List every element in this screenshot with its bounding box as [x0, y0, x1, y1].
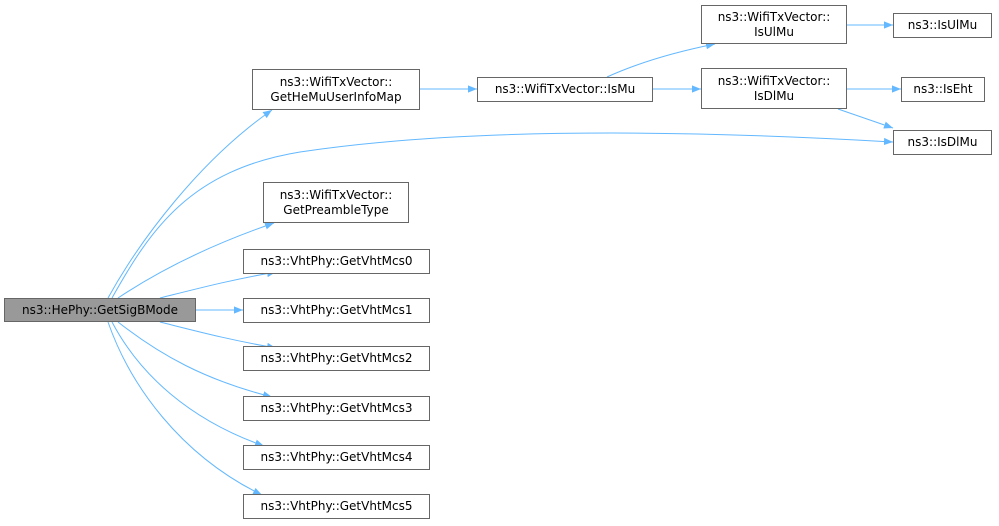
node-label: ns3::IsEht [913, 82, 973, 96]
node-vhtphy-getvhtmcs5[interactable]: ns3::VhtPhy::GetVhtMcs5 [243, 494, 430, 519]
node-label: ns3::VhtPhy::GetVhtMcs5 [260, 499, 413, 513]
node-label-line1: ns3::WifiTxVector:: [279, 187, 393, 202]
node-label: ns3::IsUlMu [907, 18, 978, 32]
node-vhtphy-getvhtmcs2[interactable]: ns3::VhtPhy::GetVhtMcs2 [243, 346, 430, 371]
node-label: ns3::WifiTxVector::IsMu [494, 82, 636, 96]
node-label-line2: IsDlMu [753, 88, 795, 103]
node-wifitxvector-ismu[interactable]: ns3::WifiTxVector::IsMu [477, 77, 653, 102]
edge-getsigbmode-to-mcs3 [117, 321, 273, 399]
node-label: ns3::VhtPhy::GetVhtMcs0 [260, 254, 413, 268]
node-label: ns3::VhtPhy::GetVhtMcs2 [260, 351, 413, 365]
node-ns3-isdlmu[interactable]: ns3::IsDlMu [893, 130, 992, 155]
node-label: ns3::HePhy::GetSigBMode [21, 302, 179, 317]
node-label-line2: GetHeMuUserInfoMap [270, 89, 402, 104]
edge-getsigbmode-to-getpreambletype [117, 222, 275, 299]
edge-getsigbmode-to-mcs4 [111, 321, 265, 447]
edge-getsigbmode-to-mcs5 [107, 321, 263, 496]
edge-getsigbmode-to-mcs0 [159, 269, 277, 299]
node-ns3-iseht[interactable]: ns3::IsEht [901, 77, 985, 102]
edge-isdlmu_vec-to-isdlmu [837, 108, 894, 129]
edge-ismu-to-isulmu_vec [606, 42, 716, 78]
node-vhtphy-getvhtmcs3[interactable]: ns3::VhtPhy::GetVhtMcs3 [243, 396, 430, 421]
node-wifitxvector-isdlmu[interactable]: ns3::WifiTxVector:: IsDlMu [701, 68, 847, 109]
node-wifitxvector-getpreambletype[interactable]: ns3::WifiTxVector:: GetPreambleType [263, 182, 409, 223]
edge-getsigbmode-to-getheuserinfomap [107, 109, 273, 299]
node-label: ns3::VhtPhy::GetVhtMcs4 [260, 450, 413, 464]
edge-getsigbmode-to-isdlmu [111, 132, 894, 299]
edge-getsigbmode-to-mcs2 [159, 321, 277, 351]
node-ns3-isulmu[interactable]: ns3::IsUlMu [893, 13, 992, 38]
node-label-line2: GetPreambleType [283, 202, 389, 217]
node-label: ns3::IsDlMu [907, 135, 978, 149]
node-label-line2: IsUlMu [754, 24, 794, 39]
node-label: ns3::VhtPhy::GetVhtMcs1 [260, 303, 413, 317]
node-vhtphy-getvhtmcs0[interactable]: ns3::VhtPhy::GetVhtMcs0 [243, 249, 430, 274]
node-label-line1: ns3::WifiTxVector:: [279, 74, 393, 89]
node-vhtphy-getvhtmcs1[interactable]: ns3::VhtPhy::GetVhtMcs1 [243, 298, 430, 323]
node-label-line1: ns3::WifiTxVector:: [717, 9, 831, 24]
node-label-line1: ns3::WifiTxVector:: [717, 73, 831, 88]
node-vhtphy-getvhtmcs4[interactable]: ns3::VhtPhy::GetVhtMcs4 [243, 445, 430, 470]
node-wifitxvector-isulmu[interactable]: ns3::WifiTxVector:: IsUlMu [701, 5, 847, 44]
node-wifitxvector-getheuserinfomap[interactable]: ns3::WifiTxVector:: GetHeMuUserInfoMap [252, 69, 420, 110]
node-hephy-getsigbmode[interactable]: ns3::HePhy::GetSigBMode [4, 298, 196, 322]
node-label: ns3::VhtPhy::GetVhtMcs3 [260, 401, 413, 415]
